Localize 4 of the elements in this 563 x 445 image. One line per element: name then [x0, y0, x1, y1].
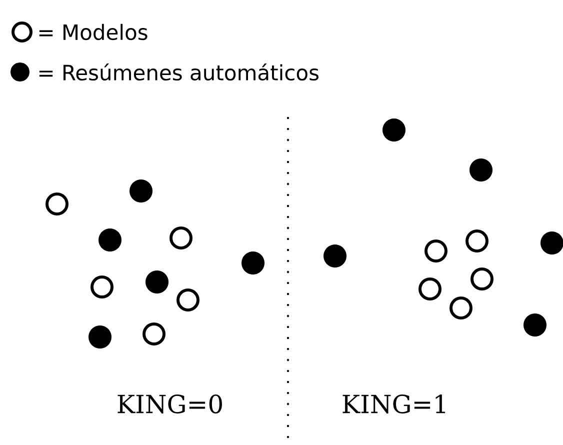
panel-label: KING=1 — [342, 394, 446, 414]
panel-label: KING=0 — [118, 394, 222, 414]
legend-text: = Resúmenes automáticos — [39, 63, 318, 81]
legend-text: = Modelos — [39, 24, 148, 40]
